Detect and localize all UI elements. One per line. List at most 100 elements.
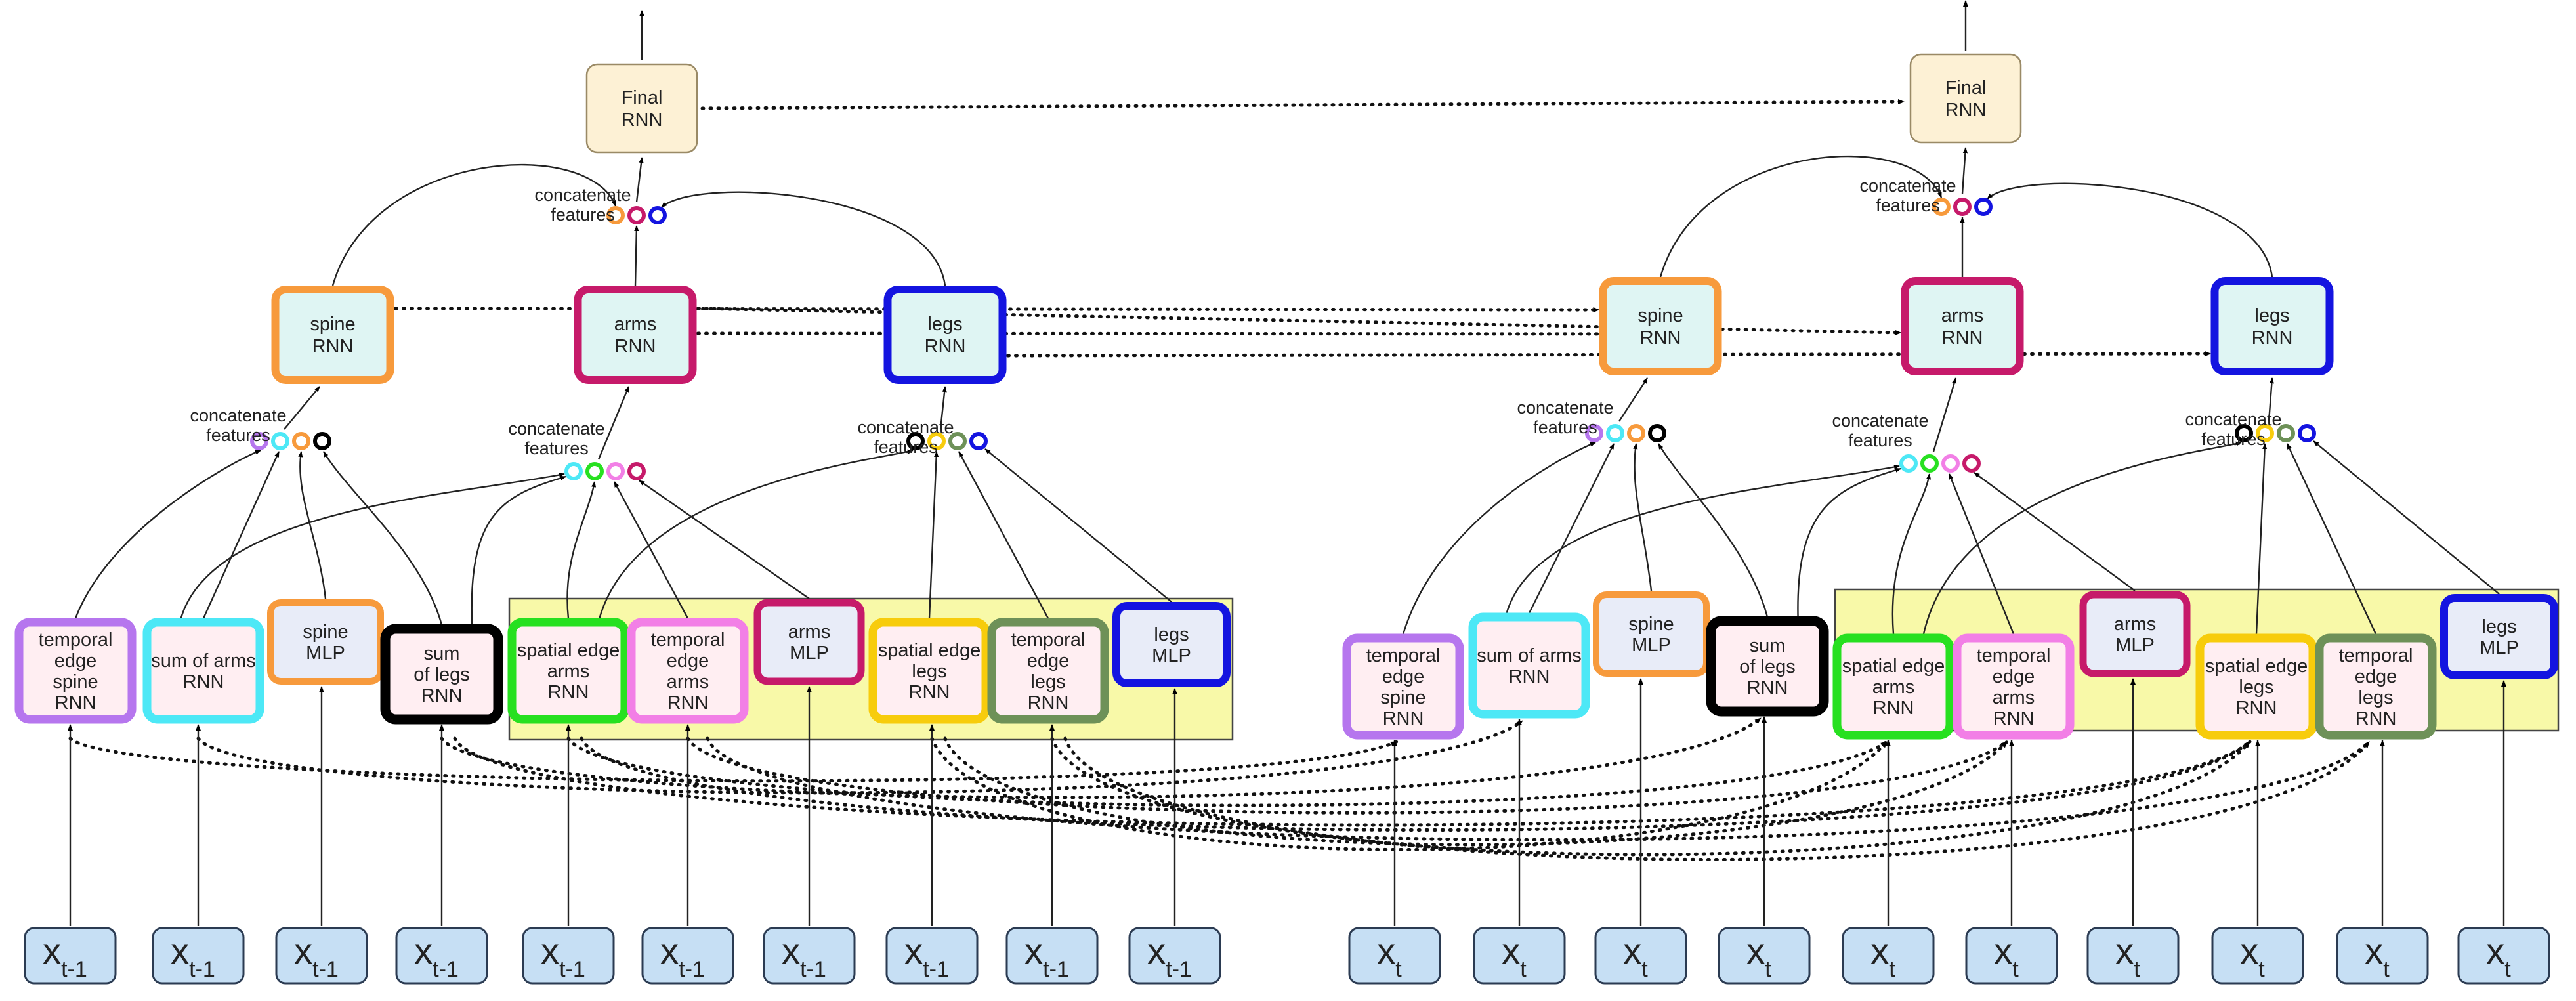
solid-connection	[331, 163, 617, 286]
tes-module-box	[14, 618, 137, 724]
solid-connection	[1528, 443, 1615, 614]
smlp-module-label-line: spine	[303, 622, 348, 643]
input-subscript: t-1	[312, 957, 339, 982]
spine-rnn-label-line: spine	[310, 314, 355, 335]
solid-connection	[928, 451, 939, 619]
tel-module-box	[2315, 633, 2437, 740]
dotted-connection	[453, 736, 2252, 827]
legs-rnn-label-line: RNN	[925, 336, 966, 357]
input-box	[641, 927, 734, 985]
solid-connection	[2255, 443, 2268, 635]
amlp-module-label-line: MLP	[2115, 635, 2155, 656]
sea-module-label-line: spatial edge	[1842, 656, 1945, 677]
soa-module-label-line: RNN	[183, 671, 224, 692]
concat-feature-dot	[927, 432, 946, 450]
sea-module-label-line: spatial edge	[517, 640, 620, 661]
input-box	[885, 927, 979, 985]
tea-module-label-line: edge	[667, 650, 709, 671]
arms-rnn-label-line: RNN	[1942, 328, 1983, 349]
legs-rnn-label-line: legs	[2254, 305, 2289, 326]
lmlp-module-box	[2440, 594, 2558, 679]
input-label: xt	[1994, 930, 2019, 982]
solid-connection	[1891, 473, 1932, 635]
sel-module-label-line: RNN	[2236, 698, 2277, 719]
solid-connection	[2286, 443, 2377, 635]
legs-rnn-box	[2210, 277, 2334, 375]
concatenate-features-line: concatenate	[1859, 176, 1956, 196]
input-label: xt-1	[1147, 930, 1192, 982]
tel-module-label-line: edge	[1027, 650, 1070, 671]
input-label: xt-1	[660, 930, 705, 982]
input-subscript: t-1	[61, 957, 87, 982]
concat-feature-dot	[606, 206, 625, 224]
dotted-connection	[943, 736, 2009, 847]
input-box	[152, 927, 245, 985]
input-box	[2457, 927, 2550, 985]
input-subscript: t-1	[1166, 957, 1192, 982]
solid-connection	[634, 225, 639, 286]
sol-module-label-line: sum	[1750, 635, 1786, 656]
concat-feature-dot	[1974, 198, 1993, 216]
input-variable: x	[414, 930, 433, 971]
concat-feature-dot	[648, 206, 667, 224]
input-box	[1842, 927, 1935, 985]
input-label: xt-1	[1024, 930, 1069, 982]
input-variable: x	[294, 930, 312, 971]
sea-module-box	[1832, 633, 1954, 740]
input-subscript: t-1	[559, 957, 585, 982]
dotted-connection	[1050, 736, 2252, 857]
input-label: xt-1	[414, 930, 459, 982]
solid-connection	[1948, 473, 2015, 635]
tes-module-label-line: temporal	[1366, 645, 1441, 666]
concatenate-features-line: concatenate	[534, 185, 631, 205]
sea-module-box	[507, 618, 629, 724]
tel-module-label-line: temporal	[1011, 629, 1086, 650]
tel-module-label-line: RNN	[2355, 708, 2397, 729]
solid-connection	[939, 386, 947, 430]
dotted-connection	[440, 716, 1763, 799]
sol-module-label-line: sum	[424, 643, 460, 664]
sol-module-label-line: RNN	[1747, 677, 1788, 698]
soa-module-label-line: sum of arms	[151, 650, 256, 671]
input-subscript: t-1	[923, 957, 949, 982]
concat-feature-dot	[271, 432, 289, 450]
solid-connection	[322, 451, 443, 626]
concat-feature-dot	[906, 432, 925, 450]
solid-connection	[1797, 467, 1901, 657]
lmlp-module-box	[1112, 602, 1231, 687]
spine-rnn-label-line: RNN	[1640, 328, 1681, 349]
smlp-module-label-line: spine	[1628, 614, 1674, 635]
input-subscript: t	[1641, 957, 1648, 982]
input-variable: x	[2240, 930, 2258, 971]
soa-module-box	[1468, 612, 1590, 719]
input-variable: x	[1502, 930, 1520, 971]
amlp-module-label-line: arms	[788, 622, 830, 643]
concat-feature-dot	[292, 432, 310, 450]
legs-rnn-box	[883, 286, 1007, 384]
arms-rnn-label-line: arms	[614, 314, 656, 335]
input-box	[1718, 927, 1811, 985]
sel-module-label-line: spatial edge	[878, 640, 981, 661]
input-label: xt-1	[541, 930, 585, 982]
concatenate-features-line: features	[1533, 417, 1597, 437]
solid-connection	[593, 449, 914, 645]
tel-module-label-line: edge	[2355, 666, 2397, 687]
solid-connection	[1618, 377, 1649, 422]
input-variable: x	[2486, 930, 2504, 971]
tea-module-box	[1953, 633, 2075, 740]
input-box	[1594, 927, 1687, 985]
